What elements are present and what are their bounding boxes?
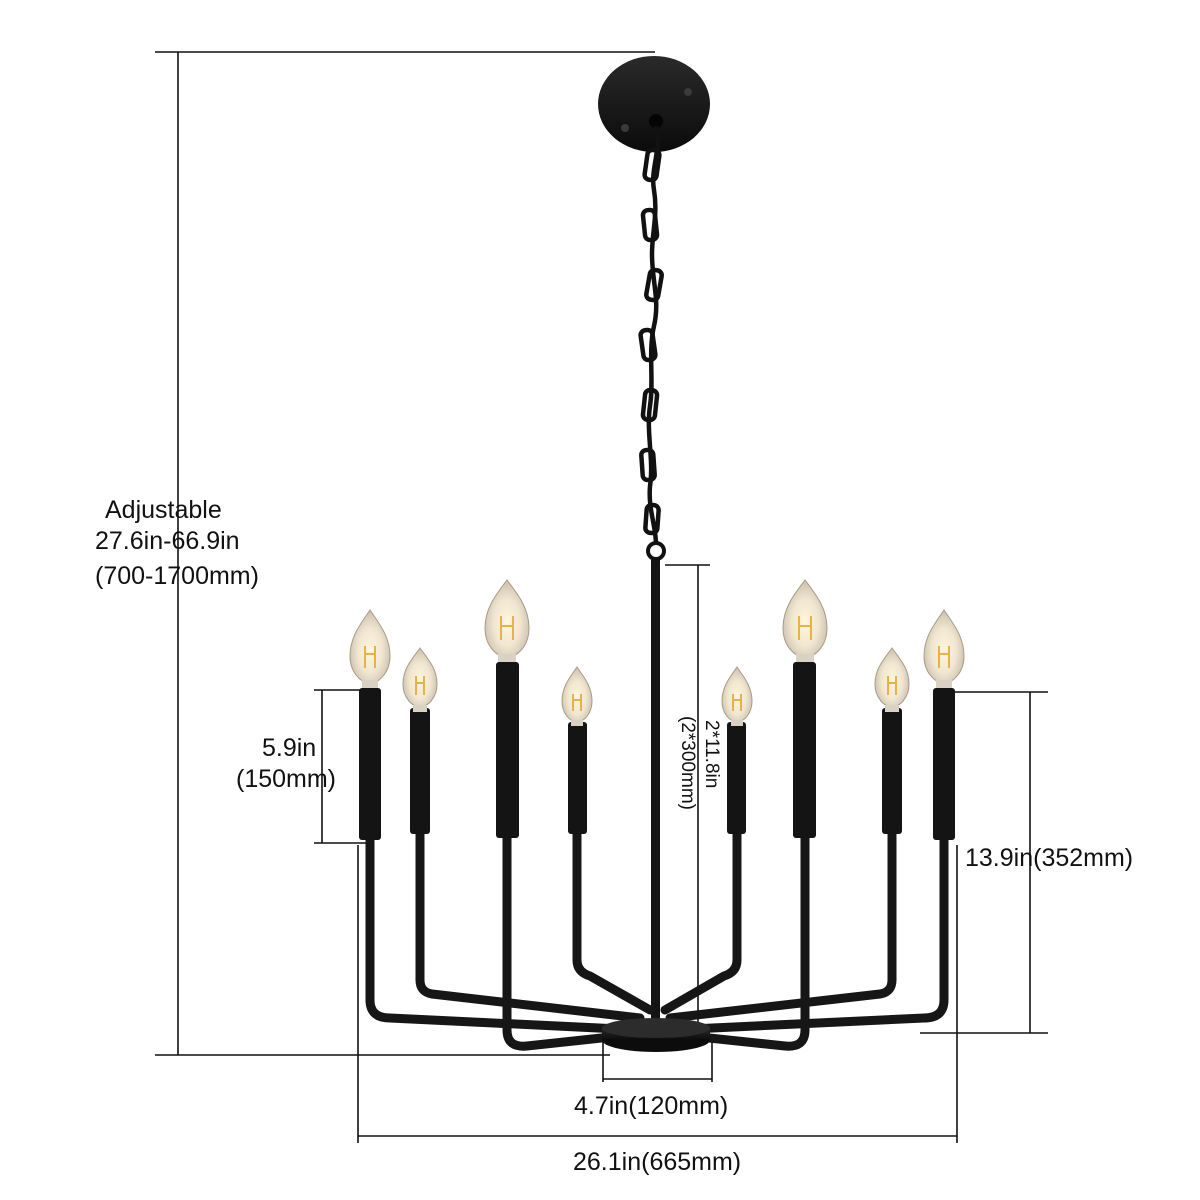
candle-sleeve <box>359 688 381 840</box>
downrod-label: 2*11.8in (2*300mm) <box>677 716 722 810</box>
bulbs <box>349 579 965 726</box>
bulb <box>484 579 530 662</box>
bulb <box>349 609 391 688</box>
candle-sleeve <box>933 688 955 840</box>
adjustable-height-label: Adjustable 27.6in-66.9in (700-1700mm) <box>95 496 259 590</box>
hanging-chain <box>638 125 666 561</box>
overall-height-dimension <box>155 51 655 1056</box>
overall-width-dimension <box>357 845 958 1143</box>
candle-sleeve <box>882 708 902 834</box>
overall-width-label: 26.1in(665mm) <box>573 1148 741 1176</box>
center-base <box>602 1018 710 1052</box>
downrod-line-1: 2*11.8in <box>701 720 722 788</box>
candle-height-label: 5.9in (150mm) <box>236 734 336 793</box>
bulb <box>874 647 910 712</box>
downrod-line-2: (2*300mm) <box>677 716 698 810</box>
base-width-label: 4.7in(120mm) <box>574 1092 728 1120</box>
adjustable-line-3: (700-1700mm) <box>95 562 259 590</box>
adjustable-line-2: 27.6in-66.9in <box>95 527 240 555</box>
base-width-dimension <box>602 1040 713 1082</box>
bulb <box>782 579 828 662</box>
candle-height-line-1: 5.9in <box>262 734 316 762</box>
downrod-dimension <box>665 564 710 1040</box>
candle-sleeve <box>496 662 519 838</box>
chandelier-arms <box>365 825 949 1051</box>
bulb <box>923 609 965 688</box>
bulb <box>402 647 438 712</box>
candle-sleeves <box>359 662 955 840</box>
ceiling-canopy <box>598 56 710 152</box>
body-height-dimension <box>920 691 1048 1034</box>
candle-sleeve <box>727 722 746 834</box>
candle-sleeve <box>568 722 587 834</box>
bulb <box>561 666 593 726</box>
candle-sleeve <box>410 708 430 834</box>
candle-sleeve <box>793 662 816 838</box>
adjustable-line-1: Adjustable <box>105 496 222 524</box>
body-height-label: 13.9in(352mm) <box>965 844 1133 872</box>
candle-height-line-2: (150mm) <box>236 765 336 793</box>
downrod <box>651 560 660 1030</box>
bulb <box>721 666 753 726</box>
